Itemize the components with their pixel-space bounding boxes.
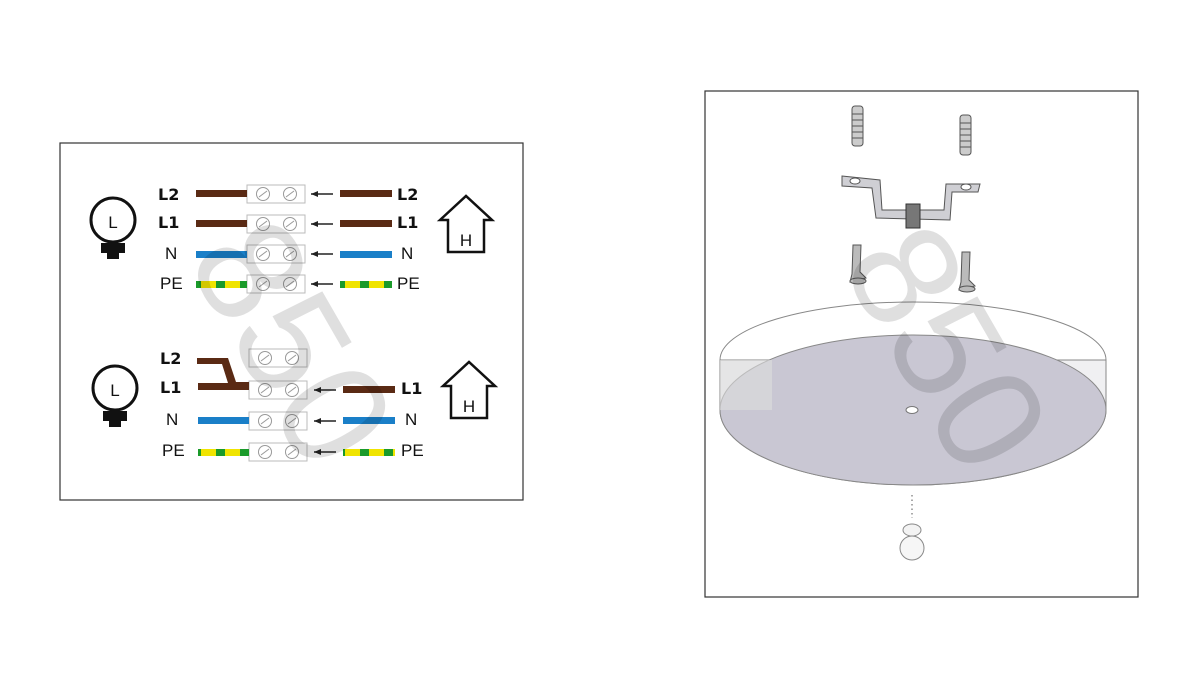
wire-n [198, 417, 249, 424]
wire-l2 [196, 190, 247, 197]
left-label-pe: PE [160, 274, 183, 293]
house-icon: H [439, 360, 499, 420]
supply-wire-n [340, 251, 392, 258]
left-label-pe: PE [162, 441, 185, 460]
house-icon: H [436, 194, 496, 254]
left-label-l1: L1 [160, 378, 181, 397]
jumper-wire-l1-l2 [197, 358, 249, 390]
supply-wire-l1 [343, 386, 395, 393]
left-label-l1: L1 [158, 213, 179, 232]
supply-wire-l2 [340, 190, 392, 197]
right-label-l1: L1 [401, 379, 422, 398]
supply-wire-n [343, 417, 395, 424]
lamp-icon: L [91, 364, 139, 427]
supply-wire-pe [343, 449, 395, 456]
wiring-diagram-panel: L H L2 L1 N PE L2 L1 [59, 142, 524, 501]
wire-l1 [196, 220, 247, 227]
wiring-rows-bottom: L2 L1 N PE L1 N PE [160, 349, 424, 460]
lamp-symbol: L [110, 381, 119, 400]
mounting-bracket-icon [841, 175, 981, 229]
supply-wire-l1 [340, 220, 392, 227]
right-label-n: N [405, 410, 417, 429]
screw-icon [849, 244, 976, 293]
right-label-n: N [401, 244, 413, 263]
right-label-pe: PE [397, 274, 420, 293]
house-symbol: H [463, 397, 475, 416]
right-label-pe: PE [401, 441, 424, 460]
house-symbol: H [460, 231, 472, 250]
left-label-n: N [165, 244, 177, 263]
canopy-disc-icon [719, 301, 1107, 486]
lamp-symbol: L [108, 213, 117, 232]
wall-plug-icon [851, 105, 972, 156]
wire-n [196, 251, 247, 258]
wiring-rows-top: L2 L1 N PE L2 L1 N PE [158, 185, 420, 293]
right-label-l2: L2 [397, 185, 418, 204]
left-label-l2: L2 [160, 349, 181, 368]
wire-pe [198, 449, 249, 456]
lamp-icon: L [89, 196, 137, 259]
right-label-l1: L1 [397, 213, 418, 232]
wire-pe [196, 281, 247, 288]
left-label-l2: L2 [158, 185, 179, 204]
left-label-n: N [166, 410, 178, 429]
mounting-diagram-panel [704, 90, 1139, 598]
supply-wire-pe [340, 281, 392, 288]
cap-nut-icon [899, 523, 925, 561]
